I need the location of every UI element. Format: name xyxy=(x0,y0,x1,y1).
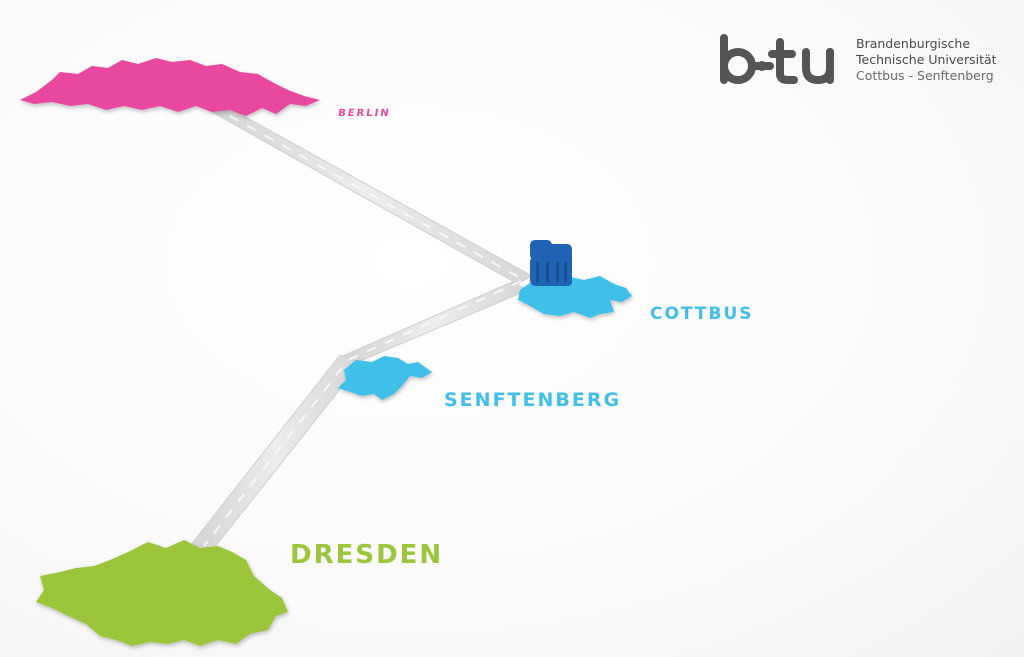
btu-logo-mark xyxy=(720,34,834,85)
logo-line-2: Technische Universität xyxy=(856,52,997,67)
cottbus-label: COTTBUS xyxy=(650,304,754,324)
campus-building-icon xyxy=(530,240,572,286)
logo-line-1: Brandenburgische xyxy=(856,36,971,51)
btu-logo-text: Brandenburgische Technische Universität … xyxy=(856,36,997,84)
logo-line-3: Cottbus - Senftenberg xyxy=(856,68,994,83)
senftenberg-region-shape xyxy=(338,356,432,400)
road-center-line xyxy=(203,105,527,547)
dresden-region-shape xyxy=(36,540,288,646)
cottbus-region-shape xyxy=(518,276,632,318)
berlin-region-shape xyxy=(20,58,320,116)
dresden-label: DRESDEN xyxy=(290,540,443,570)
road-network xyxy=(189,103,534,549)
btu-logo: Brandenburgische Technische Universität … xyxy=(718,34,1008,90)
road-cottbus-senftenberg xyxy=(336,281,530,363)
berlin-label: BERLIN xyxy=(337,108,391,119)
road-senftenberg-dresden xyxy=(189,354,361,549)
senftenberg-label: SENFTENBERG xyxy=(444,389,621,411)
